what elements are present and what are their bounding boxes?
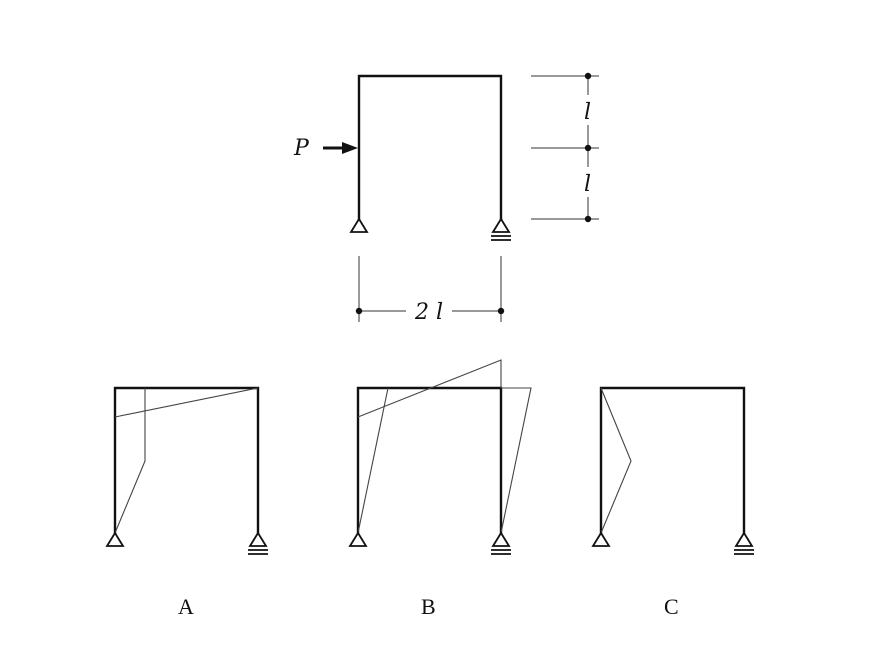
option-a-beam-deflection — [114, 387, 259, 418]
main-frame-members — [357, 74, 503, 221]
option-b-left-column-deflection — [357, 387, 389, 534]
option-c-deflected-shape — [600, 387, 632, 534]
load-arrow-icon — [323, 142, 358, 154]
option-a-pin-support-icon — [105, 531, 125, 547]
option-b-frame — [356, 386, 503, 535]
option-b-right-column-deflection — [500, 387, 532, 534]
option-c-frame — [599, 386, 746, 535]
width-dimension — [355, 256, 505, 322]
option-a-frame — [113, 386, 260, 535]
option-a-deflected-shape — [114, 388, 146, 534]
height-dimension — [531, 72, 599, 223]
option-a-roller-support-icon — [248, 531, 268, 555]
option-a-diagram: A — [105, 386, 268, 619]
option-b-label: B — [421, 594, 436, 619]
option-c-diagram: C — [591, 386, 754, 619]
option-a-label: A — [178, 594, 194, 619]
main-pin-support-icon — [349, 217, 369, 233]
main-frame: P l l — [293, 72, 599, 325]
option-b-roller-support-icon — [491, 531, 511, 555]
option-c-pin-support-icon — [591, 531, 611, 547]
option-b-beam-deflection — [357, 359, 502, 418]
main-roller-support-icon — [491, 217, 511, 241]
option-c-roller-support-icon — [734, 531, 754, 555]
option-b-pin-support-icon — [348, 531, 368, 547]
load-label: P — [293, 136, 310, 161]
width-dim-label: 2 l — [414, 300, 443, 325]
option-c-label: C — [664, 594, 679, 619]
height-dim-label-upper: l — [584, 100, 591, 125]
height-dim-label-lower: l — [584, 172, 591, 197]
option-b-diagram: B — [348, 359, 532, 619]
